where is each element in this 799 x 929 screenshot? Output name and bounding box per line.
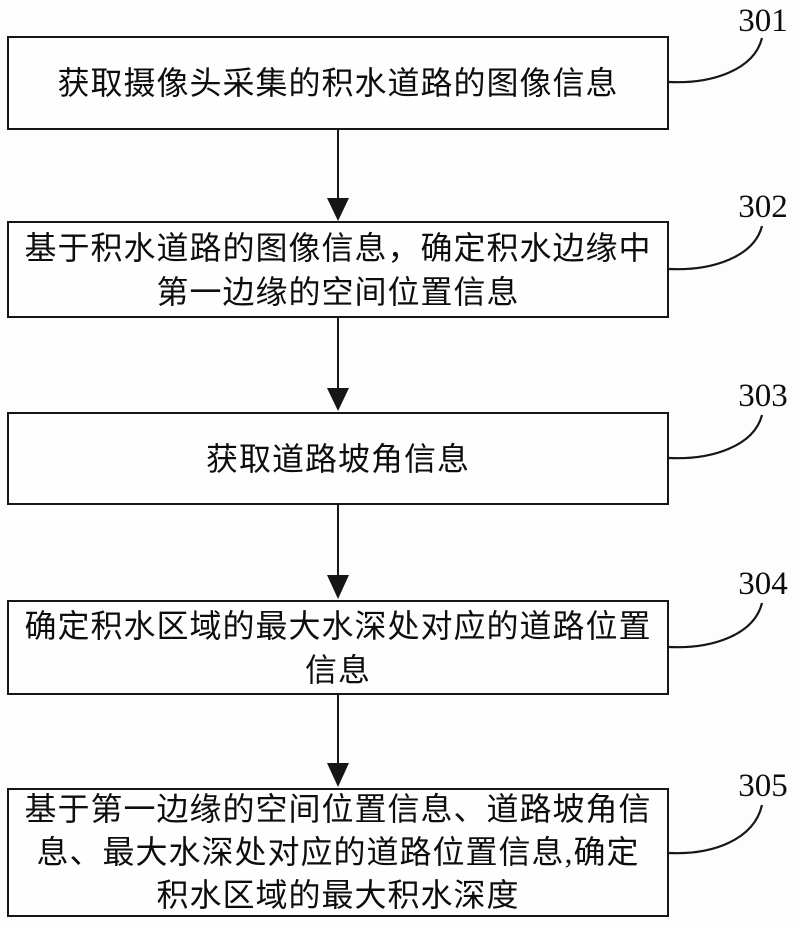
flow-step-box-303: 获取道路坡角信息 <box>7 412 669 505</box>
flow-step-text: 获取道路坡角信息 <box>205 440 470 477</box>
step-ref-label-305: 305 <box>738 768 788 804</box>
ref-connector-303 <box>668 414 764 460</box>
flow-step-box-304: 确定积水区域的最大水深处对应的道路位置 信息 <box>7 600 669 695</box>
flow-step-text: 息、最大水深处对应的道路位置信息,确定 <box>36 834 640 870</box>
flow-step-text: 信息 <box>304 651 371 688</box>
flow-step-box-302: 基于积水道路的图像信息，确定积水边缘中 第一边缘的空间位置信息 <box>7 221 669 318</box>
step-ref-label-303: 303 <box>738 378 788 414</box>
step-ref-label-304: 304 <box>738 566 788 602</box>
step-ref-label-302: 302 <box>738 189 788 225</box>
flow-step-text: 获取摄像头采集的积水道路的图像信息 <box>57 65 619 101</box>
flow-step-text: 第一边缘的空间位置信息 <box>156 273 520 310</box>
flow-step-text: 基于积水道路的图像信息，确定积水边缘中 <box>24 229 652 266</box>
ref-connector-302 <box>668 225 764 271</box>
ref-connector-304 <box>668 602 764 649</box>
flow-step-text: 积水区域的最大积水深度 <box>156 877 520 913</box>
flow-arrow-1 <box>327 130 349 221</box>
flow-step-text: 确定积水区域的最大水深处对应的道路位置 <box>24 607 652 644</box>
step-ref-label-301: 301 <box>738 3 788 39</box>
flow-arrow-4 <box>327 695 349 787</box>
flow-step-box-301: 获取摄像头采集的积水道路的图像信息 <box>7 36 669 130</box>
flow-step-text: 基于第一边缘的空间位置信息、道路坡角信 <box>24 791 652 827</box>
ref-connector-305 <box>668 804 764 855</box>
ref-connector-301 <box>668 37 764 84</box>
flow-step-box-305: 基于第一边缘的空间位置信息、道路坡角信 息、最大水深处对应的道路位置信息,确定 … <box>7 788 669 917</box>
flow-arrow-3 <box>327 505 349 599</box>
flow-arrow-2 <box>327 318 349 411</box>
